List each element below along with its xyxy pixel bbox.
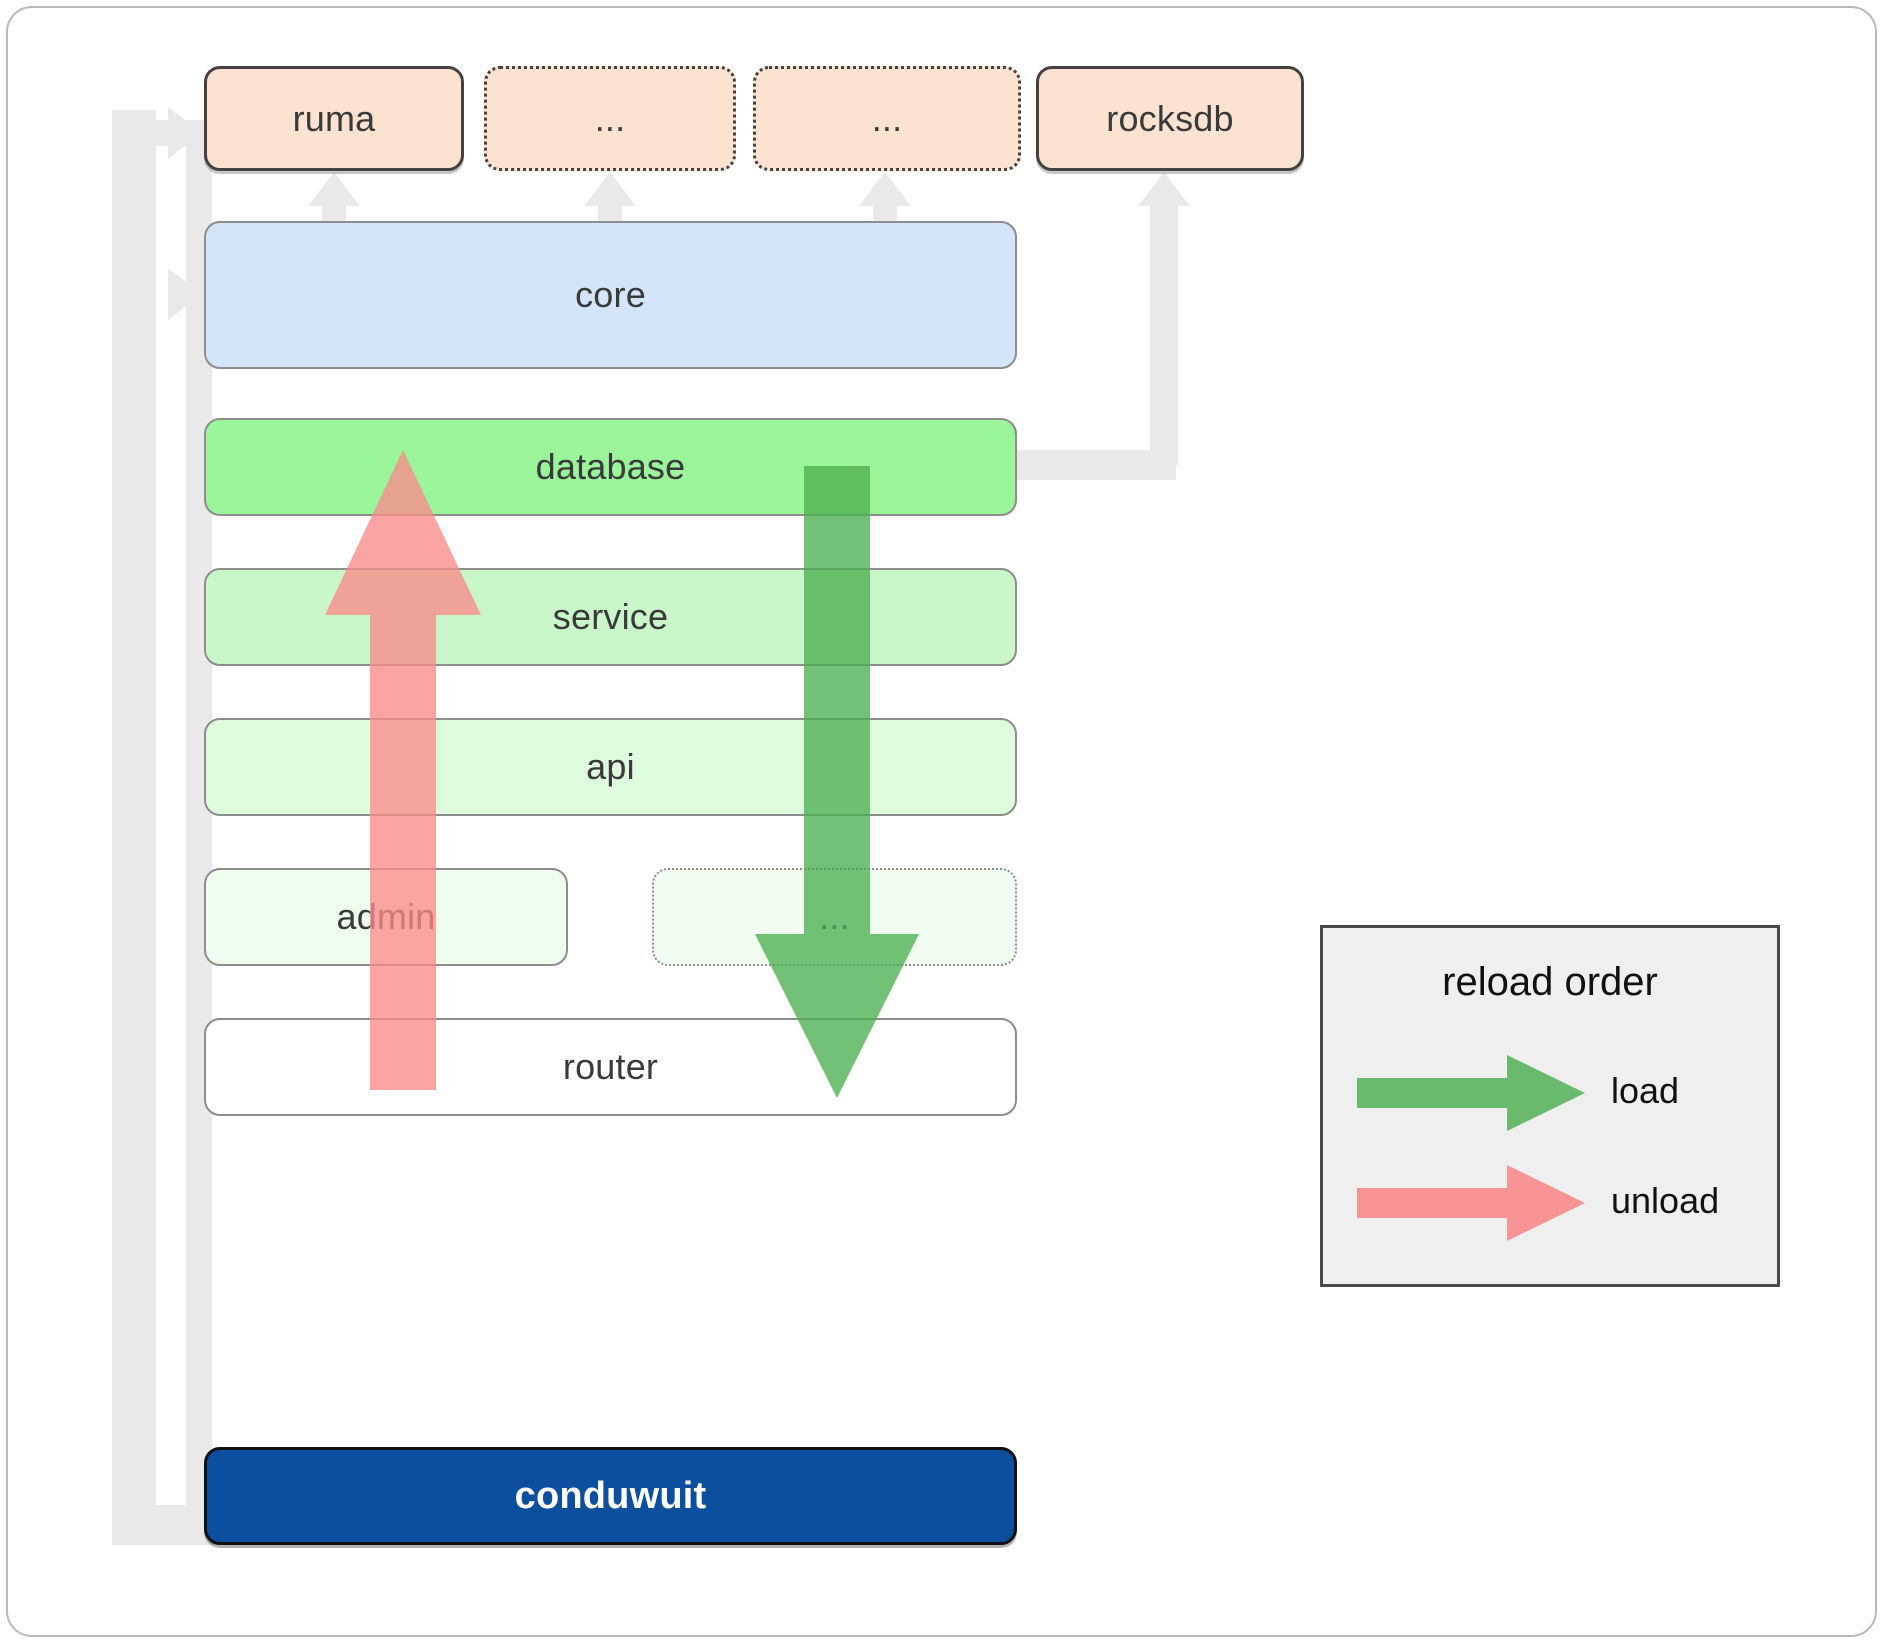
root-label: conduwuit: [514, 1474, 707, 1517]
connector-arrow-core-ruma: [308, 172, 360, 206]
connector-arrow-core-dots1: [584, 172, 636, 206]
layer-label: service: [552, 596, 669, 637]
dependency-node-ruma[interactable]: ruma: [204, 66, 464, 171]
connector-arrow-ruma: [168, 107, 202, 159]
legend-unload-label: unload: [1611, 1180, 1720, 1221]
layer-label: api: [586, 746, 635, 787]
connector-branch-ruma: [112, 120, 222, 146]
layer-label: database: [535, 446, 686, 487]
layer-label: router: [562, 1046, 659, 1087]
dependency-node-dots-2[interactable]: ...: [753, 66, 1021, 171]
dependency-label: ...: [594, 97, 626, 139]
legend-load-arrow-icon: [1357, 1055, 1585, 1131]
dependency-label: ...: [871, 97, 903, 139]
connector-database-rocksdb-h: [1016, 450, 1176, 480]
connector-arrow-core-dots2: [859, 172, 911, 206]
connector-database-rocksdb-v: [1150, 205, 1178, 465]
legend-title: reload order: [1442, 960, 1658, 1004]
dependency-node-dots-1[interactable]: ...: [484, 66, 736, 171]
layer-label: core: [575, 274, 646, 315]
connector-arrow-rocksdb: [1138, 172, 1190, 206]
load-flow-arrow: [755, 466, 919, 1098]
dependency-label: rocksdb: [1106, 97, 1234, 139]
legend-load-label: load: [1611, 1070, 1680, 1111]
layer-node-database[interactable]: database: [204, 418, 1017, 516]
unload-flow-arrow: [325, 450, 481, 1090]
connector-trunk-left: [112, 110, 156, 1526]
legend-panel: reload order load unload: [1320, 925, 1780, 1287]
layer-node-core[interactable]: core: [204, 221, 1017, 369]
dependency-label: ruma: [292, 97, 376, 139]
legend-unload-arrow-icon: [1357, 1165, 1585, 1241]
root-node-conduwuit[interactable]: conduwuit: [204, 1447, 1017, 1545]
layer-node-api[interactable]: api: [204, 718, 1017, 816]
connector-arrow-core: [168, 268, 202, 320]
dependency-node-rocksdb[interactable]: rocksdb: [1036, 66, 1304, 171]
